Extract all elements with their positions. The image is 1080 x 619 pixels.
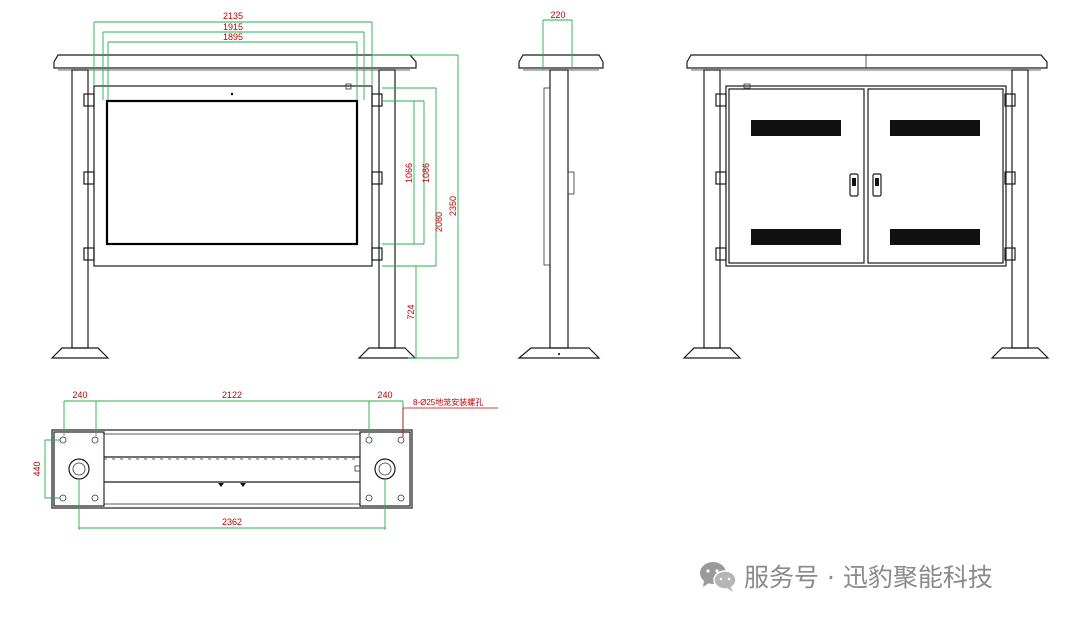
dim-plan-span: 2122	[222, 390, 242, 400]
dim-plan-total-width: 2362	[222, 517, 242, 527]
holes-note: 8-Ø25地笼安装螺孔	[413, 397, 483, 407]
front-view	[50, 21, 459, 359]
dim-plan-depth: 440	[32, 461, 42, 476]
dim-plan-left-offset: 240	[72, 390, 87, 400]
watermark-text: 服务号 · 迅豹聚能科技	[744, 563, 993, 592]
dim-front-width-inner: 1895	[223, 32, 243, 42]
plan-view	[44, 400, 498, 530]
watermark: 服务号 · 迅豹聚能科技	[698, 556, 993, 596]
dim-front-width-mid: 1915	[223, 22, 243, 32]
dim-plan-right-offset: 240	[377, 390, 392, 400]
dim-side-depth: 220	[550, 10, 565, 20]
dim-height-2080: 2080	[434, 212, 444, 232]
dim-screen-height-1: 1066	[404, 163, 414, 183]
dim-total-height: 2350	[448, 196, 458, 216]
dim-screen-height-2: 1086	[421, 163, 431, 183]
wechat-icon	[700, 562, 737, 592]
dim-ground-clearance: 724	[406, 304, 416, 319]
side-view	[517, 19, 604, 359]
dim-front-width-outer: 2135	[223, 11, 243, 21]
rear-view	[682, 54, 1050, 359]
